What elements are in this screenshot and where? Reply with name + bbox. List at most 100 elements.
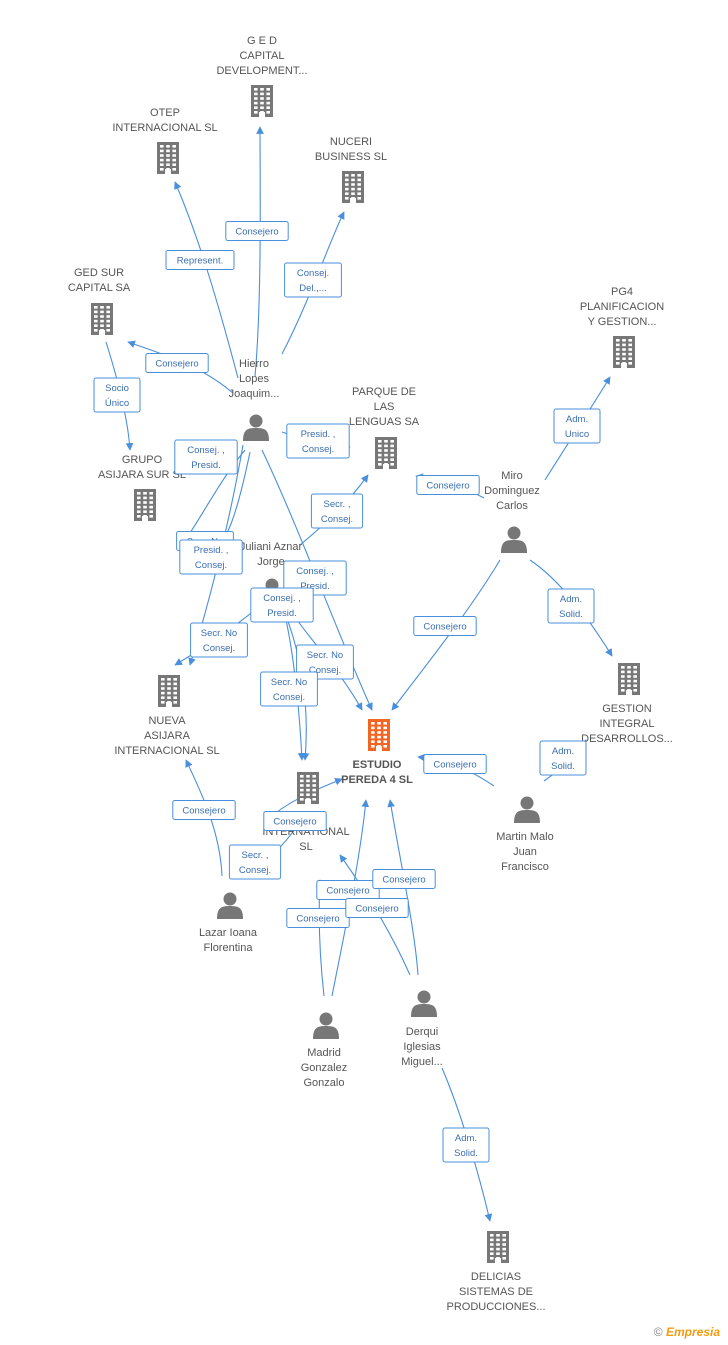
edge-label[interactable]: Represent. [165,250,235,270]
building-icon [375,437,397,469]
edge-label-text: Consejero [423,622,466,633]
edge-label-text: Consej. [309,665,341,676]
edge-label-text: Socio [105,383,129,394]
edge-label[interactable]: Consejero [423,754,487,774]
edge-label[interactable]: Consej. ,Presid. [283,560,347,596]
edge-label[interactable]: Consej. ,Presid. [174,439,238,475]
edge-label-text: Consejero [182,806,225,817]
edge-label-text: Secr. No [307,650,343,661]
edge-label-text: Secr. No [201,628,237,639]
edge-label-text: Consej. , [187,445,225,456]
edge-line [387,799,419,976]
edge-label-text: Presid. [267,608,297,619]
building-icon [157,142,179,174]
person-icon [217,892,243,919]
edge-line [174,181,239,379]
edge-label[interactable]: Consejero [145,353,209,373]
edge-label[interactable]: Secr. ,Consej. [228,844,282,880]
edge-label[interactable]: Presid. ,Consej. [179,539,243,575]
edge-label[interactable]: Presid. ,Consej. [286,423,350,459]
edge-label[interactable]: Consejero [172,800,236,820]
edge-label-text: Solid. [551,761,575,772]
edge-label-text: Solid. [454,1148,478,1159]
edge-label[interactable]: Secr. No Consej. [190,622,248,658]
edge-label-text: Consej. [273,692,305,703]
edge-label-text: Consejero [155,359,198,370]
edge-label-text: Represent. [177,256,223,267]
edge-label[interactable]: Consejero [263,811,327,831]
edge-label[interactable]: Consejero [413,616,477,636]
edge-label-text: Consej. [321,514,353,525]
edge-label[interactable]: Consej.Del.,... [284,262,342,298]
edge-label[interactable]: Adm. Solid. [547,588,595,624]
building-icon [618,663,640,695]
edge-label-text: Consejero [235,227,278,238]
edge-label-text: Solid. [559,609,583,620]
edge-label[interactable]: Secr. , Consej. [310,493,364,529]
edge-label-text: Consej. [195,560,227,571]
edge-label-text: Consej. [239,865,271,876]
brand-logo[interactable]: Empresia [665,1325,720,1339]
edge-label[interactable]: Adm.Solid. [539,740,587,776]
edge-label[interactable]: Adm.Unico [553,408,601,444]
edge-label[interactable]: Adm.Solid. [442,1127,490,1163]
edge-label[interactable]: Consejero [345,898,409,918]
edge-label-text: Consej. [302,444,334,455]
building-icon [613,336,635,368]
edge-label[interactable]: Consejero [372,869,436,889]
edge-label[interactable]: Consejero [286,908,350,928]
person-icon [243,414,269,441]
edge-label[interactable]: Consejero [316,880,380,900]
edge-label-text: Consejero [273,817,316,828]
building-icon [251,85,273,117]
edge-label-text: Adm. [560,594,582,605]
edge-label[interactable]: Consej. , Presid. [250,587,314,623]
building-icon [487,1231,509,1263]
edge-label-text: Consejero [355,904,398,915]
edge-label[interactable]: Secr. No Consej. [296,644,354,680]
person-icon [313,1012,339,1039]
edge-label-text: Único [105,398,129,409]
edge-label-text: Unico [565,429,589,440]
building-icon [368,719,390,751]
edge-label-text: Consej. [203,643,235,654]
edge-label-text: Secr. , [324,499,351,510]
edge-label[interactable]: Consejero [416,475,480,495]
edge-label-text: Consej. , [263,593,301,604]
edge-label-text: Consej. , [296,566,334,577]
edge-label-text: Consejero [382,875,425,886]
edge-label[interactable]: Consejero [225,221,289,241]
